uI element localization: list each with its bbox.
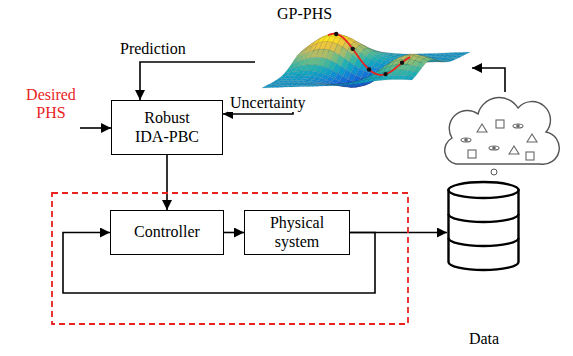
surface-patch [407, 76, 415, 80]
sample-dot [367, 67, 371, 71]
surface-patch [397, 59, 405, 65]
network-icon [527, 134, 537, 142]
sample-dot [400, 60, 404, 64]
node-text: Robust IDA-PBC [127, 109, 207, 146]
grid-icon [468, 150, 476, 158]
idea-cloud [445, 98, 560, 165]
network-icon [477, 124, 487, 132]
connector-arrow [472, 68, 505, 92]
atom-icon [461, 138, 471, 142]
dashed-loop-region [52, 193, 408, 324]
node-text: Physical system [262, 214, 332, 251]
network-icon [509, 146, 519, 154]
database-band [449, 214, 519, 222]
edge-label: Uncertainty [228, 94, 308, 112]
database-node: Data [446, 92, 522, 350]
atom-icon [493, 147, 495, 149]
node-text: Data [469, 330, 499, 348]
process-box: Physical system [244, 210, 350, 255]
atom-icon [489, 146, 499, 150]
atom-icon [465, 139, 467, 141]
connector-arrow [224, 232, 244, 234]
atom-icon [513, 124, 523, 128]
database-band [449, 238, 519, 246]
connector-arrow [166, 155, 168, 210]
atom-icon [517, 125, 519, 127]
database-top [449, 182, 519, 198]
thought-bubble [491, 169, 497, 175]
input-arrow [80, 127, 111, 129]
sample-dot [350, 47, 354, 51]
sample-dot [383, 72, 387, 76]
sample-dot [334, 32, 338, 36]
node-illustration [446, 92, 522, 350]
input-label: Desired PHS [18, 86, 84, 123]
surface-patch [410, 71, 418, 76]
gp-phs-surface: GP-PHS [255, 5, 472, 100]
node-text: GP-PHS [277, 5, 332, 23]
grid-icon [496, 120, 504, 128]
node-text: Controller [134, 223, 200, 241]
grid-icon [526, 152, 534, 160]
process-box: Controller [110, 210, 224, 255]
process-box: Robust IDA-PBC [111, 100, 223, 155]
surface-patch [442, 61, 450, 63]
database-body [449, 190, 519, 270]
connector-arrow [350, 232, 447, 234]
trajectory-curve [328, 34, 410, 75]
edge-label: Prediction [118, 40, 188, 58]
